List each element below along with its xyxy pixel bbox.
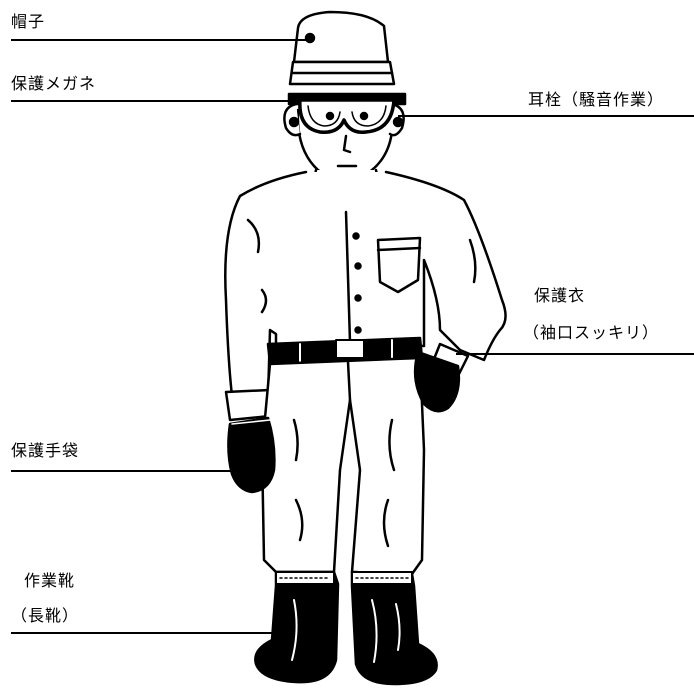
leader-line-gloves <box>11 470 236 472</box>
gloves-drawing <box>227 350 461 494</box>
label-clothing-note: （袖口スッキリ） <box>523 323 660 342</box>
boots-drawing <box>254 570 438 686</box>
label-earplugs: 耳栓（騒音作業） <box>528 90 665 109</box>
label-hat: 帽子 <box>11 12 46 31</box>
goggles-drawing <box>287 92 407 134</box>
leader-line-boots <box>11 632 277 634</box>
leader-line-hat <box>11 39 311 41</box>
label-boots: 作業靴 <box>24 571 76 590</box>
hat-drawing <box>288 10 396 86</box>
leader-line-earplugs <box>398 115 694 117</box>
trousers-drawing <box>260 356 426 576</box>
leader-line-goggles <box>11 100 300 102</box>
label-boots-note: （長靴） <box>11 606 80 625</box>
belt-drawing <box>266 336 424 366</box>
leader-line-clothing <box>456 353 694 355</box>
label-gloves: 保護手袋 <box>11 441 80 460</box>
label-goggles: 保護メガネ <box>11 74 97 93</box>
label-clothing: 保護衣 <box>534 286 586 305</box>
